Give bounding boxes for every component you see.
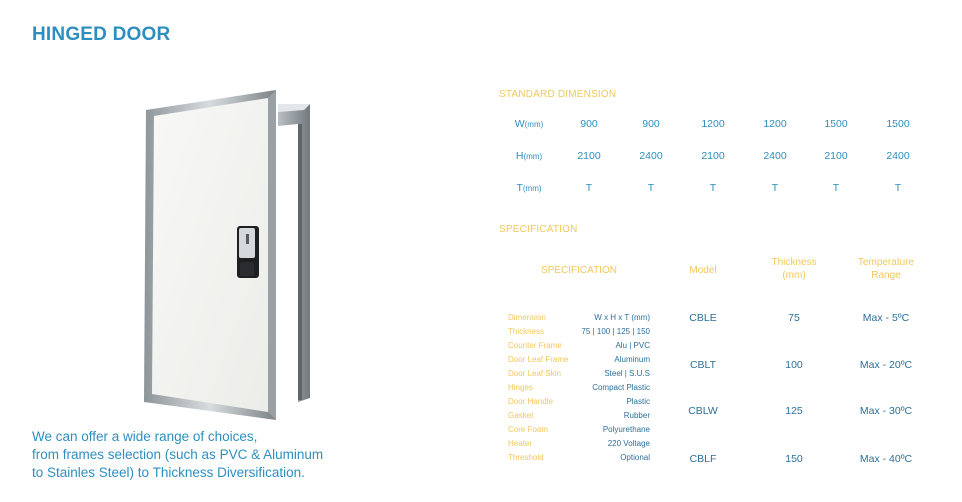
spec-value: 220 Voltage <box>607 439 650 448</box>
spec-value: Optional <box>620 453 650 462</box>
model-temperature: Max - 5ºC <box>862 312 910 324</box>
dimension-cell: 2100 <box>577 150 601 162</box>
spec-item: Door Leaf Frame Aluminum <box>508 355 650 369</box>
dimension-cell: 2400 <box>763 150 787 162</box>
page-title: HINGED DOOR <box>32 24 171 45</box>
dimension-cell: 1500 <box>886 118 910 130</box>
dimension-cell: 2400 <box>886 150 910 162</box>
spec-value: Steel | S.U.S <box>604 369 650 378</box>
model-thickness: 125 <box>785 405 803 417</box>
dimension-cell: 2400 <box>639 150 663 162</box>
model-row: CBLE 75 Max - 5ºC <box>670 312 940 328</box>
spec-value: 75 | 100 | 125 | 150 <box>581 327 650 336</box>
description-line: to Stainles Steel) to Thickness Diversif… <box>32 465 305 480</box>
model-row: CBLF 150 Max - 40ºC <box>670 453 940 469</box>
spec-key: Door Leaf Frame <box>508 355 569 364</box>
model-name: CBLW <box>688 405 718 417</box>
spec-item: Door Leaf Skin Steel | S.U.S <box>508 369 650 383</box>
dimension-row-w: W(mm) 900 900 1200 1200 1500 1500 <box>499 110 939 140</box>
spec-item: Dimension W x H x T (mm) <box>508 313 650 327</box>
model-name: CBLF <box>689 453 717 465</box>
spec-value: Alu | PVC <box>615 341 650 350</box>
row-header: H(mm) <box>499 150 559 162</box>
spec-item: Core Foam Polyurethane <box>508 425 650 439</box>
model-name: CBLE <box>689 312 717 324</box>
temperature-column-header: Temperature Range <box>844 256 928 282</box>
model-name: CBLT <box>689 359 717 371</box>
dimension-cell: T <box>832 182 840 194</box>
model-temperature: Max - 40ºC <box>859 453 913 465</box>
spec-item: Heater 220 Voltage <box>508 439 650 453</box>
dimension-cell: T <box>709 182 717 194</box>
spec-key: Dimension <box>508 313 546 322</box>
row-header-unit: (mm) <box>524 120 544 129</box>
dimension-cell: 2100 <box>824 150 848 162</box>
dimension-cell: 1500 <box>824 118 848 130</box>
dimension-cell: 900 <box>580 118 598 130</box>
spec-key: Door Handle <box>508 397 553 406</box>
model-temperature: Max - 20ºC <box>859 359 913 371</box>
row-header-name: H <box>515 150 524 162</box>
model-row: CBLT 100 Max - 20ºC <box>670 359 940 375</box>
spec-key: Thickness <box>508 327 545 336</box>
spec-key: Door Leaf Skin <box>508 369 561 378</box>
dimension-cell: T <box>647 182 655 194</box>
spec-value: Aluminum <box>614 355 650 364</box>
row-header-name: T <box>516 182 523 194</box>
dimension-cell: T <box>894 182 902 194</box>
dimension-row-t: T(mm) T T T T T T <box>499 174 939 204</box>
temperature-header-line: Range <box>871 270 901 281</box>
model-thickness: 100 <box>785 359 803 371</box>
dimension-cell: T <box>585 182 593 194</box>
description-line: from frames selection (such as PVC & Alu… <box>32 447 324 462</box>
dimension-cell: T <box>771 182 779 194</box>
spec-key: Threshold <box>508 453 544 462</box>
model-thickness: 75 <box>788 312 800 324</box>
spec-column-header: SPECIFICATION <box>541 265 617 276</box>
spec-key: Heater <box>508 439 533 448</box>
dimension-cell: 1200 <box>701 118 725 130</box>
temperature-header-line: Temperature <box>857 257 915 268</box>
model-row: CBLW 125 Max - 30ºC <box>670 405 940 421</box>
dimension-cell: 1200 <box>763 118 787 130</box>
spec-value: Polyurethane <box>602 425 650 434</box>
row-header-unit: (mm) <box>522 184 542 193</box>
description-line: We can offer a wide range of choices, <box>32 429 258 444</box>
row-header-name: W <box>514 118 525 130</box>
specification-label: SPECIFICATION <box>499 224 578 235</box>
door-handle-icon <box>237 226 259 278</box>
counter-frame <box>278 104 310 402</box>
spec-value: Plastic <box>626 397 650 406</box>
spec-item: Gasket Rubber <box>508 411 650 425</box>
spec-key: Gasket <box>508 411 534 420</box>
spec-item: Thickness 75 | 100 | 125 | 150 <box>508 327 650 341</box>
spec-key: Core Foam <box>508 425 549 434</box>
spec-item: Counter Frame Alu | PVC <box>508 341 650 355</box>
thickness-column-header: Thickness (mm) <box>762 256 826 282</box>
model-thickness: 150 <box>785 453 803 465</box>
row-header: T(mm) <box>499 182 559 194</box>
spec-key: Counter Frame <box>508 341 562 350</box>
row-header-unit: (mm) <box>523 152 543 161</box>
spec-item: Threshold Optional <box>508 453 650 467</box>
spec-key: Hinges <box>508 383 533 392</box>
model-column-header: Model <box>689 265 717 276</box>
standard-dimension-label: STANDARD DIMENSION <box>499 89 617 100</box>
hinged-door-illustration <box>144 90 310 420</box>
spec-item: Door Handle Plastic <box>508 397 650 411</box>
spec-value: Compact Plastic <box>592 383 650 392</box>
dimension-cell: 900 <box>642 118 660 130</box>
spec-value: W x H x T (mm) <box>594 313 650 322</box>
model-temperature: Max - 30ºC <box>859 405 913 417</box>
door-leaf <box>144 90 276 420</box>
spec-value: Rubber <box>623 411 650 420</box>
thickness-header-line: Thickness <box>771 257 817 268</box>
dimension-cell: 2100 <box>701 150 725 162</box>
row-header: W(mm) <box>499 118 559 130</box>
dimension-row-h: H(mm) 2100 2400 2100 2400 2100 2400 <box>499 142 939 172</box>
thickness-header-line: (mm) <box>782 270 806 281</box>
spec-item: Hinges Compact Plastic <box>508 383 650 397</box>
description-text: We can offer a wide range of choices, fr… <box>32 428 362 482</box>
